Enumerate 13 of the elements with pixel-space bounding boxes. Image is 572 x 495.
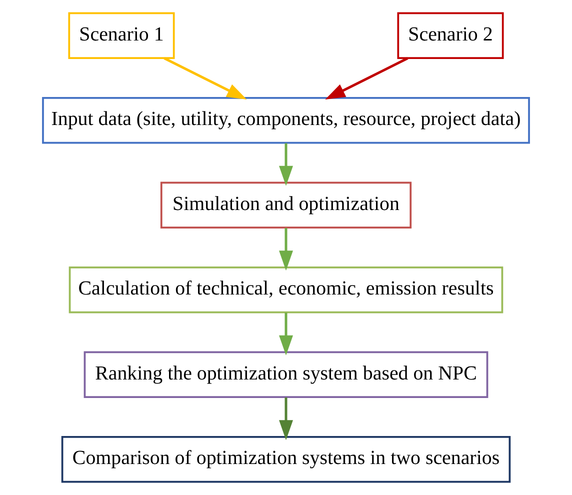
node-box: Calculation of technical, economic, emission results: [68, 266, 504, 314]
node-box: Ranking the optimization system based on NPC: [84, 351, 488, 398]
node-box: Comparison of optimization systems in two scenarios: [61, 436, 511, 483]
arrow: [279, 312, 293, 356]
node-box: Simulation and optimization: [160, 182, 412, 228]
arrow: [325, 57, 408, 100]
arrow: [164, 57, 247, 100]
node-box: Scenario 2: [397, 12, 504, 60]
arrow: [279, 228, 293, 271]
arrow: [279, 397, 293, 440]
node-box: Input data (site, utility, components, resource, project data): [42, 97, 530, 144]
arrow: [279, 143, 293, 186]
node-box: Scenario 1: [68, 12, 175, 60]
